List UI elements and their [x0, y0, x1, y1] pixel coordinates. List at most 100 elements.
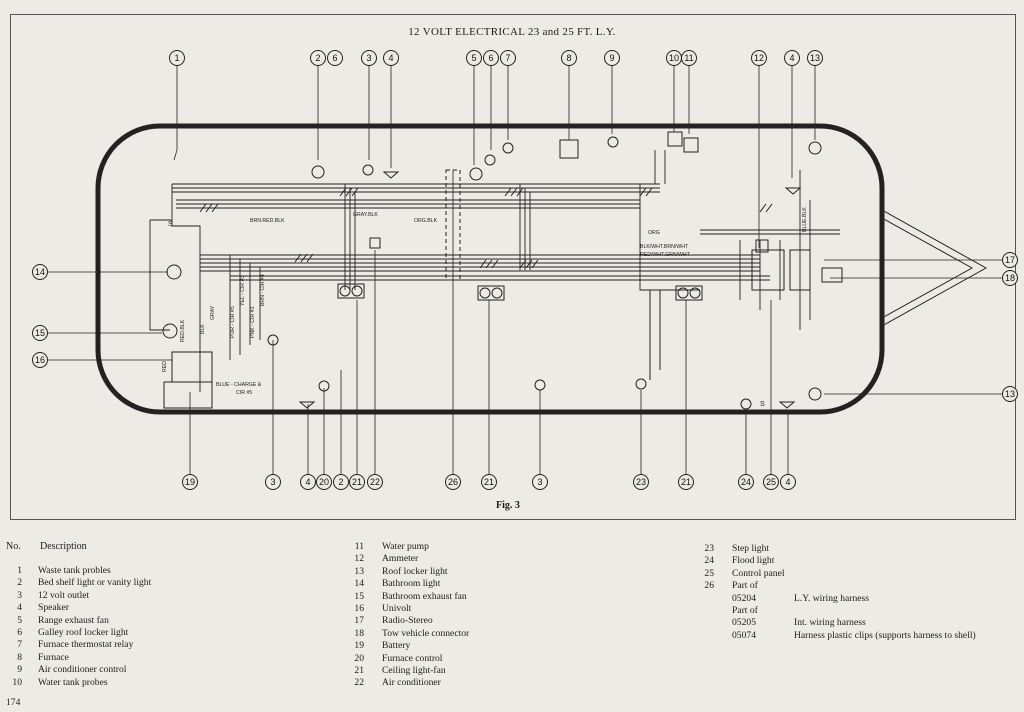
legend-part-description: Int. wiring harness [794, 617, 866, 629]
legend-description: 05204 [732, 592, 756, 604]
water-tank-probe [667, 131, 683, 147]
legend-number [692, 605, 732, 617]
legend-number: 11 [354, 541, 364, 552]
legend-description: 05074 [732, 629, 756, 641]
outlet-1 [267, 334, 279, 346]
legend-description: Furnace [38, 651, 69, 663]
callout-number: 1 [174, 53, 179, 63]
legend-description: Air conditioner control [38, 664, 127, 676]
legend-description: Ammeter [382, 553, 419, 565]
legend-description: Battery [382, 640, 411, 652]
page-number: 174 [6, 697, 21, 708]
callout-number: 6 [488, 53, 493, 63]
wiring-diagram: 1263456789101112413193420221222621323212… [32, 50, 1018, 490]
furnace-relay [502, 142, 514, 154]
callout-circle [604, 50, 620, 66]
callout-number: 11 [684, 53, 693, 63]
harness-bundle-26 [445, 169, 461, 281]
callout-circle [300, 474, 316, 490]
callout-number: 21 [484, 477, 494, 487]
legend-description: Range exhaust fan [38, 614, 109, 626]
callout-number: 10 [669, 53, 679, 63]
callout-number: 18 [1005, 273, 1015, 283]
callout-number: 13 [810, 53, 820, 63]
legend-row: 11 Water pump [342, 541, 469, 553]
speaker [382, 171, 400, 179]
callout-number: 19 [185, 477, 195, 487]
callout-number: 3 [366, 53, 371, 63]
callout-circle [32, 264, 48, 280]
wire-label-blue-charge: BLUE - CHARGE & [216, 382, 262, 388]
legend-header-no: No. [6, 541, 21, 552]
callout-number: 26 [448, 477, 458, 487]
callout-circle [681, 50, 697, 66]
legend-description: Furnace thermostat relay [38, 639, 134, 651]
wire-label-org-blk: ORG.BLK [414, 218, 438, 224]
wire-label-blk: BLK [200, 324, 206, 334]
legend-number [692, 630, 732, 642]
legend-description: Water pump [382, 541, 429, 552]
callout-number: 8 [566, 53, 571, 63]
legend-part-description: L.Y. wiring harness [794, 592, 869, 604]
roof-locker-light-3 [808, 387, 822, 401]
radio [789, 249, 811, 291]
legend-row: 05205 Int. wiring harness [692, 617, 976, 629]
legend-description: Bathroom light [382, 578, 441, 590]
wire-label-red-blk: RED.BLK [180, 319, 186, 342]
callout-number: 2 [338, 477, 343, 487]
side-leaders [48, 259, 1002, 395]
legend-number: 6 [17, 627, 22, 639]
wire-label-org: ORG [648, 230, 660, 236]
legend-number: 10 [12, 676, 22, 688]
legend-description: 05205 [732, 617, 756, 629]
callout-number: 3 [537, 477, 542, 487]
legend-number: 19 [354, 640, 364, 652]
legend-description: Waste tank probles [38, 565, 111, 576]
callout-number: 12 [754, 53, 764, 63]
callout-circle [32, 352, 48, 368]
legend-description: Bathroom exhaust fan [382, 590, 467, 602]
callout-circle [265, 474, 281, 490]
callout-number: 24 [741, 477, 751, 487]
figure-frame [10, 14, 1016, 520]
flood-light [740, 398, 752, 410]
ceiling-fan-1 [337, 283, 365, 299]
legend-description: Part of [732, 580, 758, 592]
furnace-control [318, 380, 330, 392]
ammeter [755, 239, 769, 253]
legend-row: Part of [692, 605, 976, 617]
roof-locker-light [362, 164, 374, 176]
callout-circle [333, 474, 349, 490]
legend-description: 12 volt outlet [38, 589, 90, 601]
callout-number: 16 [35, 355, 45, 365]
callout-circle [169, 50, 185, 66]
harness-clips [199, 187, 773, 269]
legend-number: 22 [354, 677, 364, 689]
legend-description: Air conditioner [382, 677, 441, 689]
legend-description: Bed shelf light or vanity light [38, 577, 152, 589]
legend-header-description: Description [40, 541, 87, 552]
ceiling-fan-3 [675, 285, 703, 301]
main-harness [149, 150, 840, 392]
legend-description: Galley roof locker light [38, 627, 129, 639]
legend-number: 7 [17, 639, 22, 651]
legend-description: Roof locker light [382, 565, 448, 577]
callout-circle [182, 474, 198, 490]
bathroom-light [166, 264, 182, 280]
callout-number: 23 [636, 477, 646, 487]
callout-number: 4 [388, 53, 393, 63]
tow-hitch [881, 209, 988, 327]
legend-number: 24 [704, 555, 714, 567]
legend-description: Furnace control [382, 652, 443, 664]
